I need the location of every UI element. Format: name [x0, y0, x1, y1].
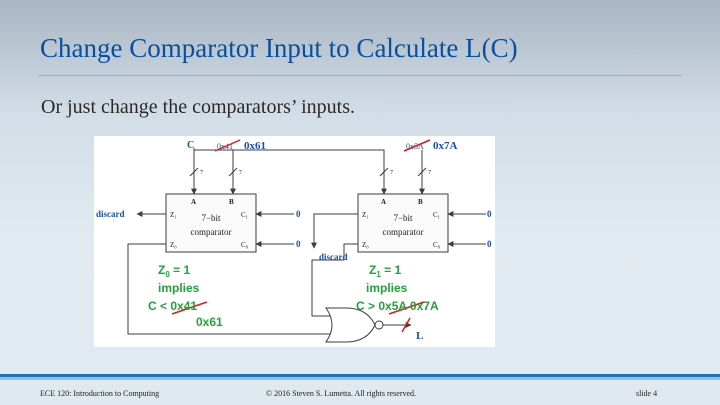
right-port-z0: Z₀: [362, 241, 369, 249]
left-port-b: B: [229, 198, 234, 206]
right-a-width: 7: [390, 170, 393, 176]
comparator-diagram: C 0x41 0x61 0x5A 0x7A discard 0 0 discar…: [94, 136, 495, 347]
output-strike: [401, 317, 411, 333]
right-note-line-1: Z1 = 1: [369, 263, 401, 279]
right-constant-strike: [403, 139, 431, 152]
left-comparator-block: [165, 193, 257, 253]
left-block-name-2: comparator: [191, 227, 232, 237]
nor-gate-bubble: [374, 320, 384, 330]
circuit-schematic: C 0x41 0x61 0x5A 0x7A discard 0 0 discar…: [96, 139, 492, 343]
right-new-constant: 0x7A: [433, 140, 458, 152]
left-block-name-1: 7−bit: [201, 213, 221, 223]
left-a-width: 7: [200, 170, 203, 176]
left-port-a: A: [191, 198, 196, 206]
right-port-b: B: [418, 198, 423, 206]
left-note-line-4: 0x61: [196, 315, 223, 329]
right-z0-wire: [311, 243, 358, 317]
footer-bar: [0, 374, 720, 377]
right-port-a: A: [381, 198, 386, 206]
output-l-label: L: [416, 330, 423, 342]
right-c1-value: 0: [487, 209, 492, 219]
left-b-width: 7: [239, 170, 242, 176]
left-note-line-1: Z0 = 1: [158, 263, 190, 279]
right-port-z1: Z₁: [362, 211, 369, 219]
left-constant-strike: [214, 139, 241, 152]
left-port-z1: Z₁: [170, 211, 177, 219]
right-comparator-block: [357, 193, 449, 253]
input-c-bus: [193, 148, 385, 194]
right-port-c0: C₀: [433, 241, 441, 249]
right-note-strike: [388, 301, 425, 315]
nor-gate: [325, 307, 376, 343]
footer-slide-number: slide 4: [636, 389, 658, 398]
slide-title: Change Comparator Input to Calculate L(C…: [40, 33, 518, 63]
title-underline: [38, 75, 682, 76]
right-z1-output: [311, 213, 358, 249]
right-port-c1: C₁: [433, 211, 440, 219]
left-port-c0: C₀: [241, 241, 249, 249]
left-port-c1: C₁: [241, 211, 248, 219]
left-new-constant: 0x61: [244, 140, 266, 152]
right-note-line-2: implies: [366, 281, 408, 295]
left-note-line-2: implies: [158, 281, 200, 295]
slide-subtitle: Or just change the comparators’ inputs.: [41, 96, 355, 118]
right-b-width: 7: [428, 170, 431, 176]
right-note-line-3: C > 0x5A 0x7A: [356, 299, 439, 313]
left-port-z0: Z₀: [170, 241, 177, 249]
input-c-label: C: [187, 140, 194, 151]
right-block-name-2: comparator: [383, 227, 424, 237]
footer-course: ECE 120: Introduction to Computing: [40, 389, 160, 398]
left-c1-value: 0: [296, 209, 301, 219]
footer-copyright: © 2016 Steven S. Lumetta. All rights res…: [266, 389, 417, 398]
left-z0-wire: [127, 243, 330, 335]
right-block-name-1: 7−bit: [393, 213, 413, 223]
left-c0-value: 0: [296, 239, 301, 249]
left-discard-label: discard: [96, 209, 125, 219]
footer-bar-accent: [0, 377, 720, 380]
left-note-strike: [171, 301, 208, 315]
right-discard-label: discard: [319, 252, 348, 262]
right-c0-value: 0: [487, 239, 492, 249]
left-note-line-3: C < 0x41: [148, 299, 197, 313]
